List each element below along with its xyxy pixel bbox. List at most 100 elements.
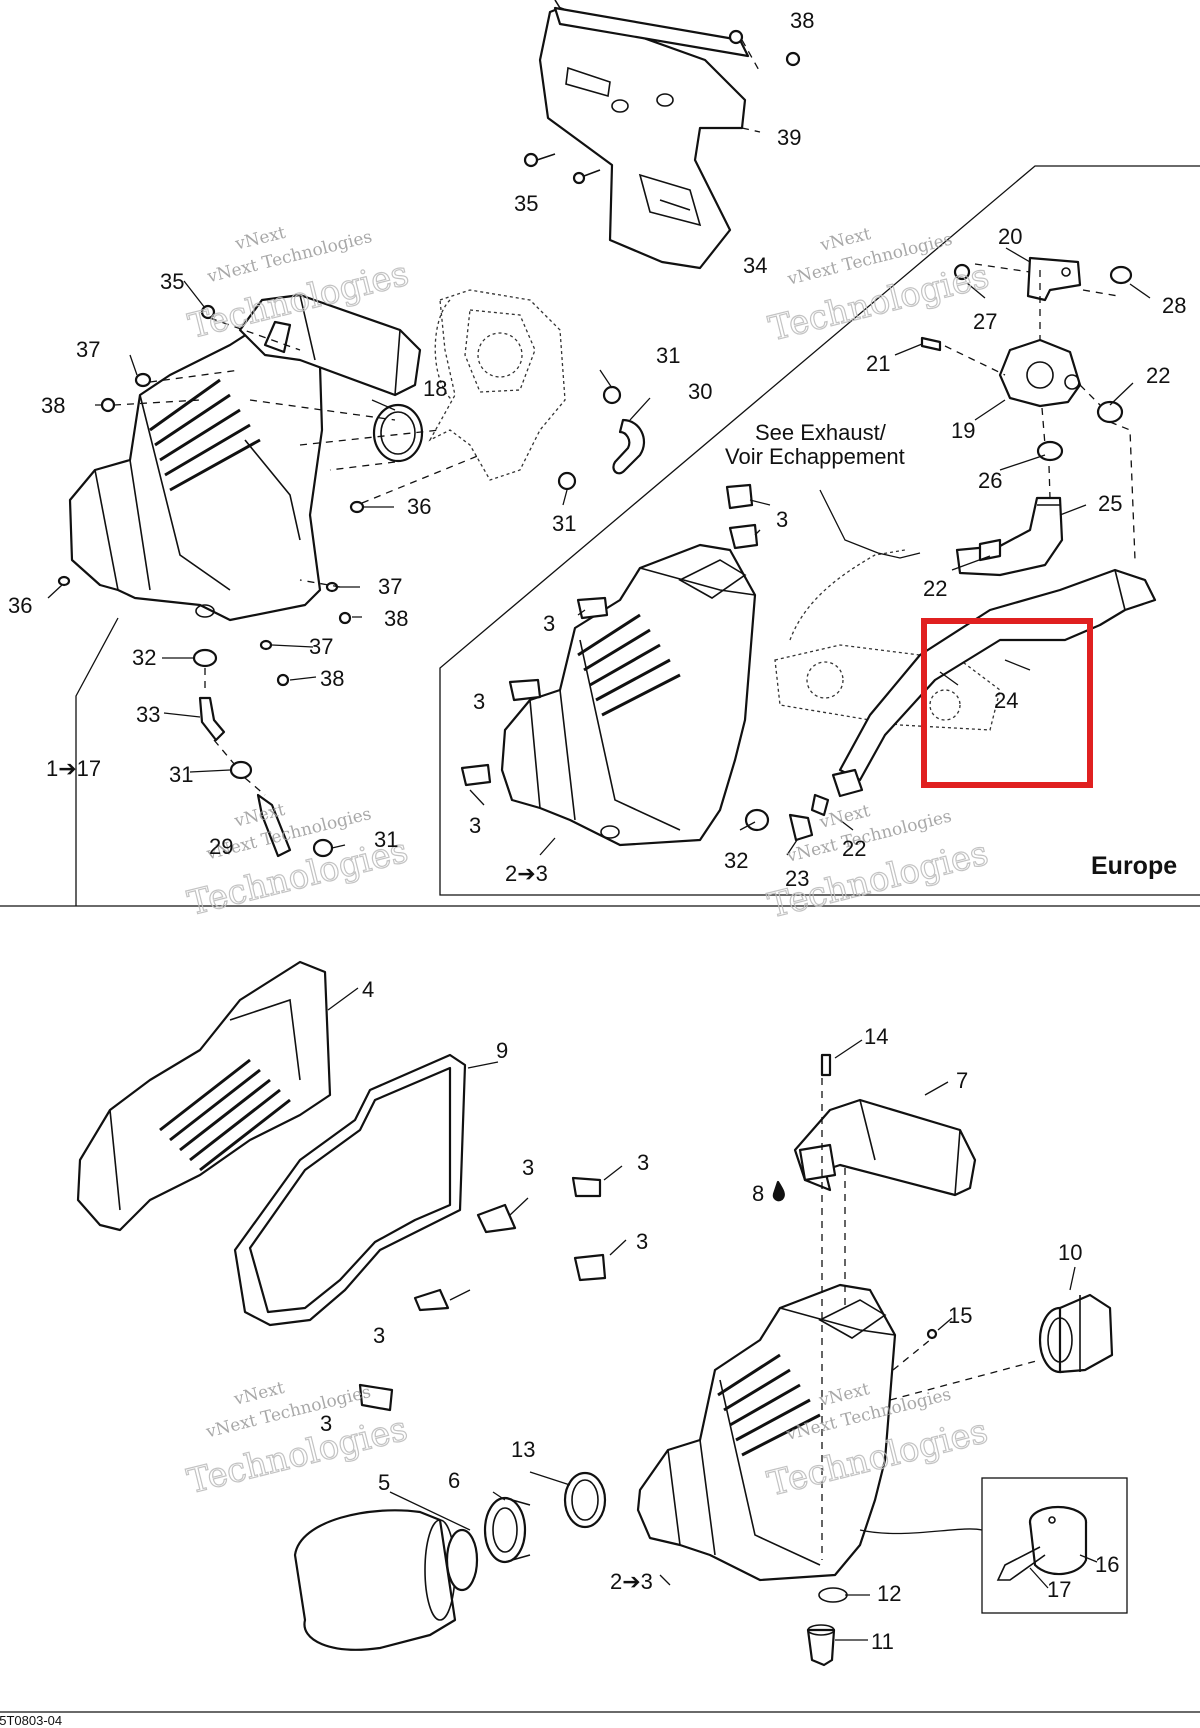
small-parts-left xyxy=(57,304,365,858)
callout-label: 12 xyxy=(877,1581,901,1606)
heat-shield-34 xyxy=(538,0,750,270)
callout-label: 3 xyxy=(473,689,485,714)
exhaust-note-line2: Voir Echappement xyxy=(725,444,905,469)
drawing-code: 35T0803-04 xyxy=(0,1713,62,1728)
callout-label: 31 xyxy=(656,343,680,368)
callout-label-highlighted: 24 xyxy=(994,688,1018,713)
callout-label: 16 xyxy=(1095,1552,1119,1577)
lid-4 xyxy=(76,960,332,1232)
callout-label: 3 xyxy=(637,1150,649,1175)
band-6 xyxy=(445,1496,531,1592)
bolt-35-upper xyxy=(523,152,601,185)
callout-label: 8 xyxy=(752,1181,764,1206)
filter-5 xyxy=(293,1509,457,1651)
callout-label: 20 xyxy=(998,224,1022,249)
drain-11 xyxy=(806,1624,836,1667)
callout-label: 22 xyxy=(1146,363,1170,388)
watermark-mid-right: vNext vNext Technologies Technologies xyxy=(764,801,993,927)
callout-label: 27 xyxy=(973,309,997,334)
callout-label: 3 xyxy=(320,1411,332,1436)
callout-label: 35 xyxy=(160,269,184,294)
exhaust-note-line1: See Exhaust/ xyxy=(755,420,887,445)
airbox-assembly-bottom xyxy=(636,1283,897,1582)
callout-label: 30 xyxy=(688,379,712,404)
callout-label: 31 xyxy=(552,511,576,536)
callout-label: 31 xyxy=(169,762,193,787)
watermark-bottom-left: vNext vNext Technologies Technologies xyxy=(183,1378,412,1503)
duct-7 xyxy=(793,1098,977,1197)
callout-label: 39 xyxy=(777,125,801,150)
assembly-bracket xyxy=(75,617,119,906)
callout-label: 4 xyxy=(362,977,374,1002)
callout-label: 38 xyxy=(320,666,344,691)
small-parts-europe xyxy=(460,263,1133,842)
callout-label: 37 xyxy=(76,337,100,362)
callout-label: 3 xyxy=(373,1323,385,1348)
coupler-10 xyxy=(1038,1293,1114,1374)
clamp-18 xyxy=(372,403,424,463)
callout-label: 3 xyxy=(543,611,555,636)
callout-label: 9 xyxy=(496,1038,508,1063)
shield-leader xyxy=(741,39,761,133)
callout-label: 17 xyxy=(1047,1577,1071,1602)
callout-label: 35 xyxy=(514,191,538,216)
callout-label: 3 xyxy=(776,507,788,532)
callout-label: 15 xyxy=(948,1303,972,1328)
callout-label: 3 xyxy=(636,1229,648,1254)
valve-19 xyxy=(998,338,1082,408)
clips-3 xyxy=(358,1176,607,1412)
highlight-box-24 xyxy=(921,618,1093,788)
callout-label: 34 xyxy=(743,253,767,278)
callout-label: 21 xyxy=(866,351,890,376)
airbox-assembly-europe xyxy=(500,543,757,847)
europe-inset-frame xyxy=(439,165,1200,896)
clamp-12 xyxy=(818,1587,848,1603)
callout-label: 5 xyxy=(378,1470,390,1495)
region-label: Europe xyxy=(1091,852,1177,880)
callout-label: 31 xyxy=(374,827,398,852)
callout-label: 32 xyxy=(724,848,748,873)
callout-label: 14 xyxy=(864,1024,888,1049)
callout-label: 19 xyxy=(951,418,975,443)
exhaust-ghost-outline xyxy=(774,549,1001,731)
callout-label: 11 xyxy=(871,1629,894,1654)
callout-label: 18 xyxy=(423,376,447,401)
callout-label: 13 xyxy=(511,1437,535,1462)
callout-label: 22 xyxy=(842,836,866,861)
plug-15 xyxy=(926,1328,938,1340)
callout-labels: 38 39 35 34 35 37 38 18 31 30 31 36 36 3… xyxy=(8,8,1186,1654)
callout-label: 2➔3 xyxy=(505,861,548,886)
callout-label: 28 xyxy=(1162,293,1186,318)
callout-label: 29 xyxy=(209,834,233,859)
callout-label: 7 xyxy=(956,1068,968,1093)
callout-label: 23 xyxy=(785,866,809,891)
callout-label: 1➔17 xyxy=(46,756,101,781)
drop-8 xyxy=(772,1180,785,1202)
callout-label: 25 xyxy=(1098,491,1122,516)
callout-label: 38 xyxy=(790,8,814,33)
callout-label: 6 xyxy=(448,1468,460,1493)
clamp-13 xyxy=(563,1471,607,1529)
callout-label: 33 xyxy=(136,702,160,727)
hose-24 xyxy=(831,568,1157,798)
callout-label: 10 xyxy=(1058,1240,1082,1265)
screw-14 xyxy=(820,1053,832,1077)
cap-16 xyxy=(1028,1505,1088,1576)
watermark-top-right: vNext vNext Technologies Technologies xyxy=(764,224,993,350)
hose-25 xyxy=(955,496,1064,577)
airbox-assembly-left xyxy=(68,293,422,622)
carburetor-outline xyxy=(428,289,566,481)
callout-label: 26 xyxy=(978,468,1002,493)
tie-17 xyxy=(996,1546,1046,1581)
inset-box-16-17 xyxy=(981,1477,1128,1614)
callout-label: 22 xyxy=(923,576,947,601)
callout-label: 37 xyxy=(309,634,333,659)
hose-30 xyxy=(557,385,646,491)
callout-label: 3 xyxy=(469,813,481,838)
leaders-left xyxy=(47,280,651,849)
callout-label: 38 xyxy=(41,393,65,418)
callout-label: 36 xyxy=(407,494,431,519)
callout-label: 32 xyxy=(132,645,156,670)
leaders-bottom xyxy=(327,987,1098,1641)
gasket-9 xyxy=(233,1053,467,1327)
